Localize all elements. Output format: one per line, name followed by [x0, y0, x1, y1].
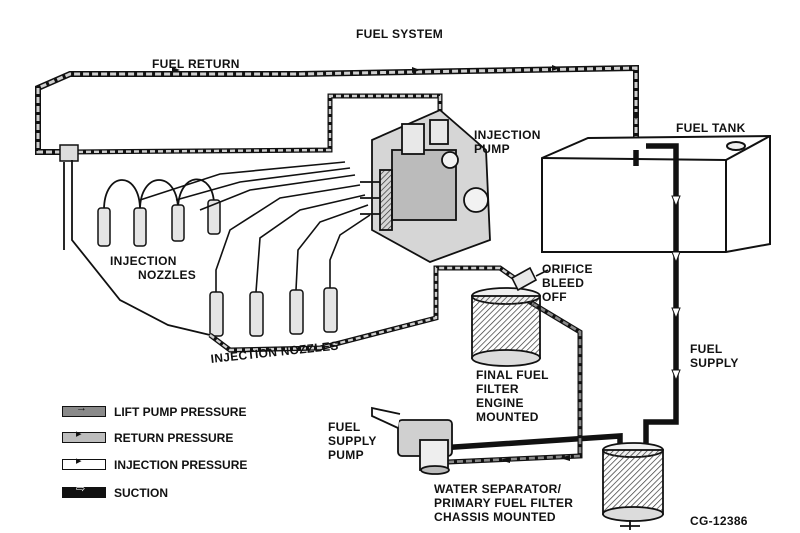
- legend-arrow-icon: ▸: [76, 456, 82, 467]
- fuel-return-line: [38, 68, 636, 152]
- legend-arrow-icon: →: [76, 403, 87, 414]
- legend-label: INJECTION PRESSURE: [114, 457, 247, 473]
- legend-arrow-icon: ▸: [76, 429, 82, 440]
- upper-nozzle-return-loops: [64, 160, 214, 335]
- injection-nozzles-upper-label: INJECTION NOZZLES: [110, 254, 196, 282]
- fuel-return-label: FUEL RETURN: [152, 57, 240, 71]
- legend-swatch-injection-pressure: ▸: [62, 459, 106, 470]
- injection-pump: [360, 110, 490, 262]
- legend-swatch-return-pressure: ▸: [62, 432, 106, 443]
- final-fuel-filter-label: FINAL FUEL FILTER ENGINE MOUNTED: [476, 368, 549, 424]
- legend-swatch-lift-pump-pressure: →: [62, 406, 106, 417]
- diagram-title: FUEL SYSTEM: [356, 27, 443, 41]
- legend-label: LIFT PUMP PRESSURE: [114, 404, 246, 420]
- injection-pump-label: INJECTION PUMP: [474, 128, 541, 156]
- legend-label: RETURN PRESSURE: [114, 430, 233, 446]
- fuel-supply-pump: [372, 408, 452, 474]
- fuel-tank-label: FUEL TANK: [676, 121, 746, 135]
- legend-arrow-icon: ⇨: [76, 484, 85, 495]
- legend-label: SUCTION: [114, 485, 168, 501]
- final-fuel-filter: [472, 288, 540, 366]
- legend-swatch-suction: ⇨: [62, 487, 106, 498]
- return-fitting: [60, 145, 78, 161]
- fuel-supply-label: FUEL SUPPLY: [690, 342, 739, 370]
- water-separator-label: WATER SEPARATOR/ PRIMARY FUEL FILTER CHA…: [434, 482, 573, 524]
- water-separator: [603, 443, 663, 530]
- fuel-supply-pump-label: FUEL SUPPLY PUMP: [328, 420, 377, 462]
- lower-injection-nozzles: [210, 288, 337, 336]
- fuel-tank: [542, 136, 770, 252]
- upper-injection-nozzles: [98, 200, 220, 246]
- orifice-bleed-off-label: ORIFICE BLEED OFF: [542, 262, 593, 304]
- figure-code: CG-12386: [690, 514, 748, 528]
